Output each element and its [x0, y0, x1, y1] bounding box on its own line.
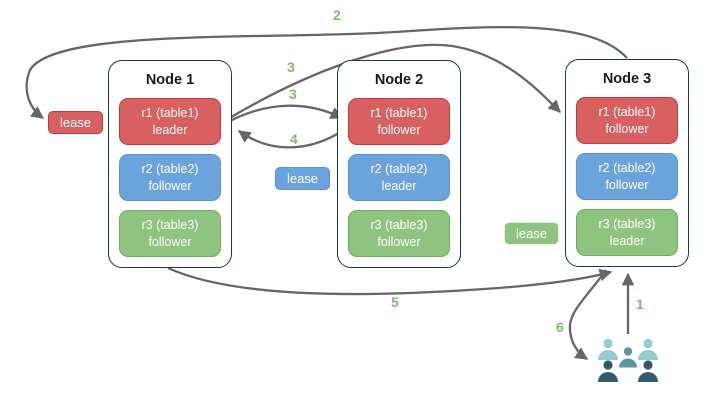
- replica-role: follower: [148, 178, 192, 193]
- step-label-2: 2: [333, 7, 341, 23]
- step-label-3b: 3: [289, 86, 297, 102]
- replica-name: r3 (table3): [141, 218, 199, 233]
- node-title: Node 3: [602, 71, 652, 87]
- replica-role: leader: [381, 178, 417, 193]
- replica-name: r1 (table1): [370, 106, 428, 121]
- replica-name: r2 (table2): [141, 162, 199, 177]
- replica-box: r3 (table3) leader: [576, 209, 678, 256]
- lease-label-blue: lease: [275, 167, 330, 190]
- replica-role: follower: [605, 121, 649, 136]
- step-label-3a: 3: [287, 59, 295, 75]
- arrow-step4-node2-to-node1-leader: [237, 129, 345, 149]
- replica-name: r1 (table1): [141, 106, 199, 121]
- users-group-icon: [598, 338, 658, 382]
- replica-box: r1 (table1) follower: [348, 98, 450, 145]
- replica-list: r1 (table1) leader r2 (table2) follower …: [119, 98, 221, 257]
- replica-box: r2 (table2) follower: [576, 153, 678, 200]
- replica-box: r2 (table2) follower: [119, 154, 221, 201]
- arrow-step3-node1-leader-to-node2-follower: [227, 104, 344, 124]
- replica-name: r2 (table2): [598, 161, 656, 176]
- replica-box: r3 (table3) follower: [348, 210, 450, 257]
- replica-role: follower: [377, 122, 421, 137]
- node-card-1: Node 1 r1 (table1) leader r2 (table2) fo…: [108, 60, 232, 268]
- node-title: Node 2: [374, 72, 424, 88]
- replica-name: r1 (table1): [598, 105, 656, 120]
- replica-name: r3 (table3): [370, 218, 428, 233]
- node-card-3: Node 3 r1 (table1) follower r2 (table2) …: [565, 59, 689, 267]
- step-label-6: 6: [556, 319, 564, 335]
- replica-role: follower: [605, 177, 649, 192]
- replica-list: r1 (table1) follower r2 (table2) leader …: [348, 98, 450, 257]
- replica-role: follower: [377, 234, 421, 249]
- replica-box: r1 (table1) follower: [576, 97, 678, 144]
- lease-label-green: lease: [504, 222, 559, 245]
- replica-box: r2 (table2) leader: [348, 154, 450, 201]
- replica-name: r2 (table2): [370, 162, 428, 177]
- lease-label-red: lease: [48, 111, 103, 134]
- replica-box: r1 (table1) leader: [119, 98, 221, 145]
- arrow-step2-node3-to-red-lease: [25, 25, 628, 119]
- replica-role: leader: [609, 233, 645, 248]
- replica-role: leader: [152, 122, 188, 137]
- replica-role: follower: [148, 234, 192, 249]
- replica-name: r3 (table3): [598, 217, 656, 232]
- step-label-1: 1: [636, 296, 644, 312]
- step-label-5: 5: [391, 294, 399, 310]
- arrow-step5-node1-to-node3: [167, 266, 613, 296]
- arrow-step3-node1-leader-to-node3-follower: [227, 43, 561, 120]
- replica-box: r3 (table3) follower: [119, 210, 221, 257]
- replica-list: r1 (table1) follower r2 (table2) followe…: [576, 97, 678, 256]
- node-card-2: Node 2 r1 (table1) follower r2 (table2) …: [337, 60, 461, 268]
- node-title: Node 1: [145, 72, 195, 88]
- step-label-4: 4: [290, 131, 298, 147]
- arrow-step6-node3-to-users: [568, 269, 607, 360]
